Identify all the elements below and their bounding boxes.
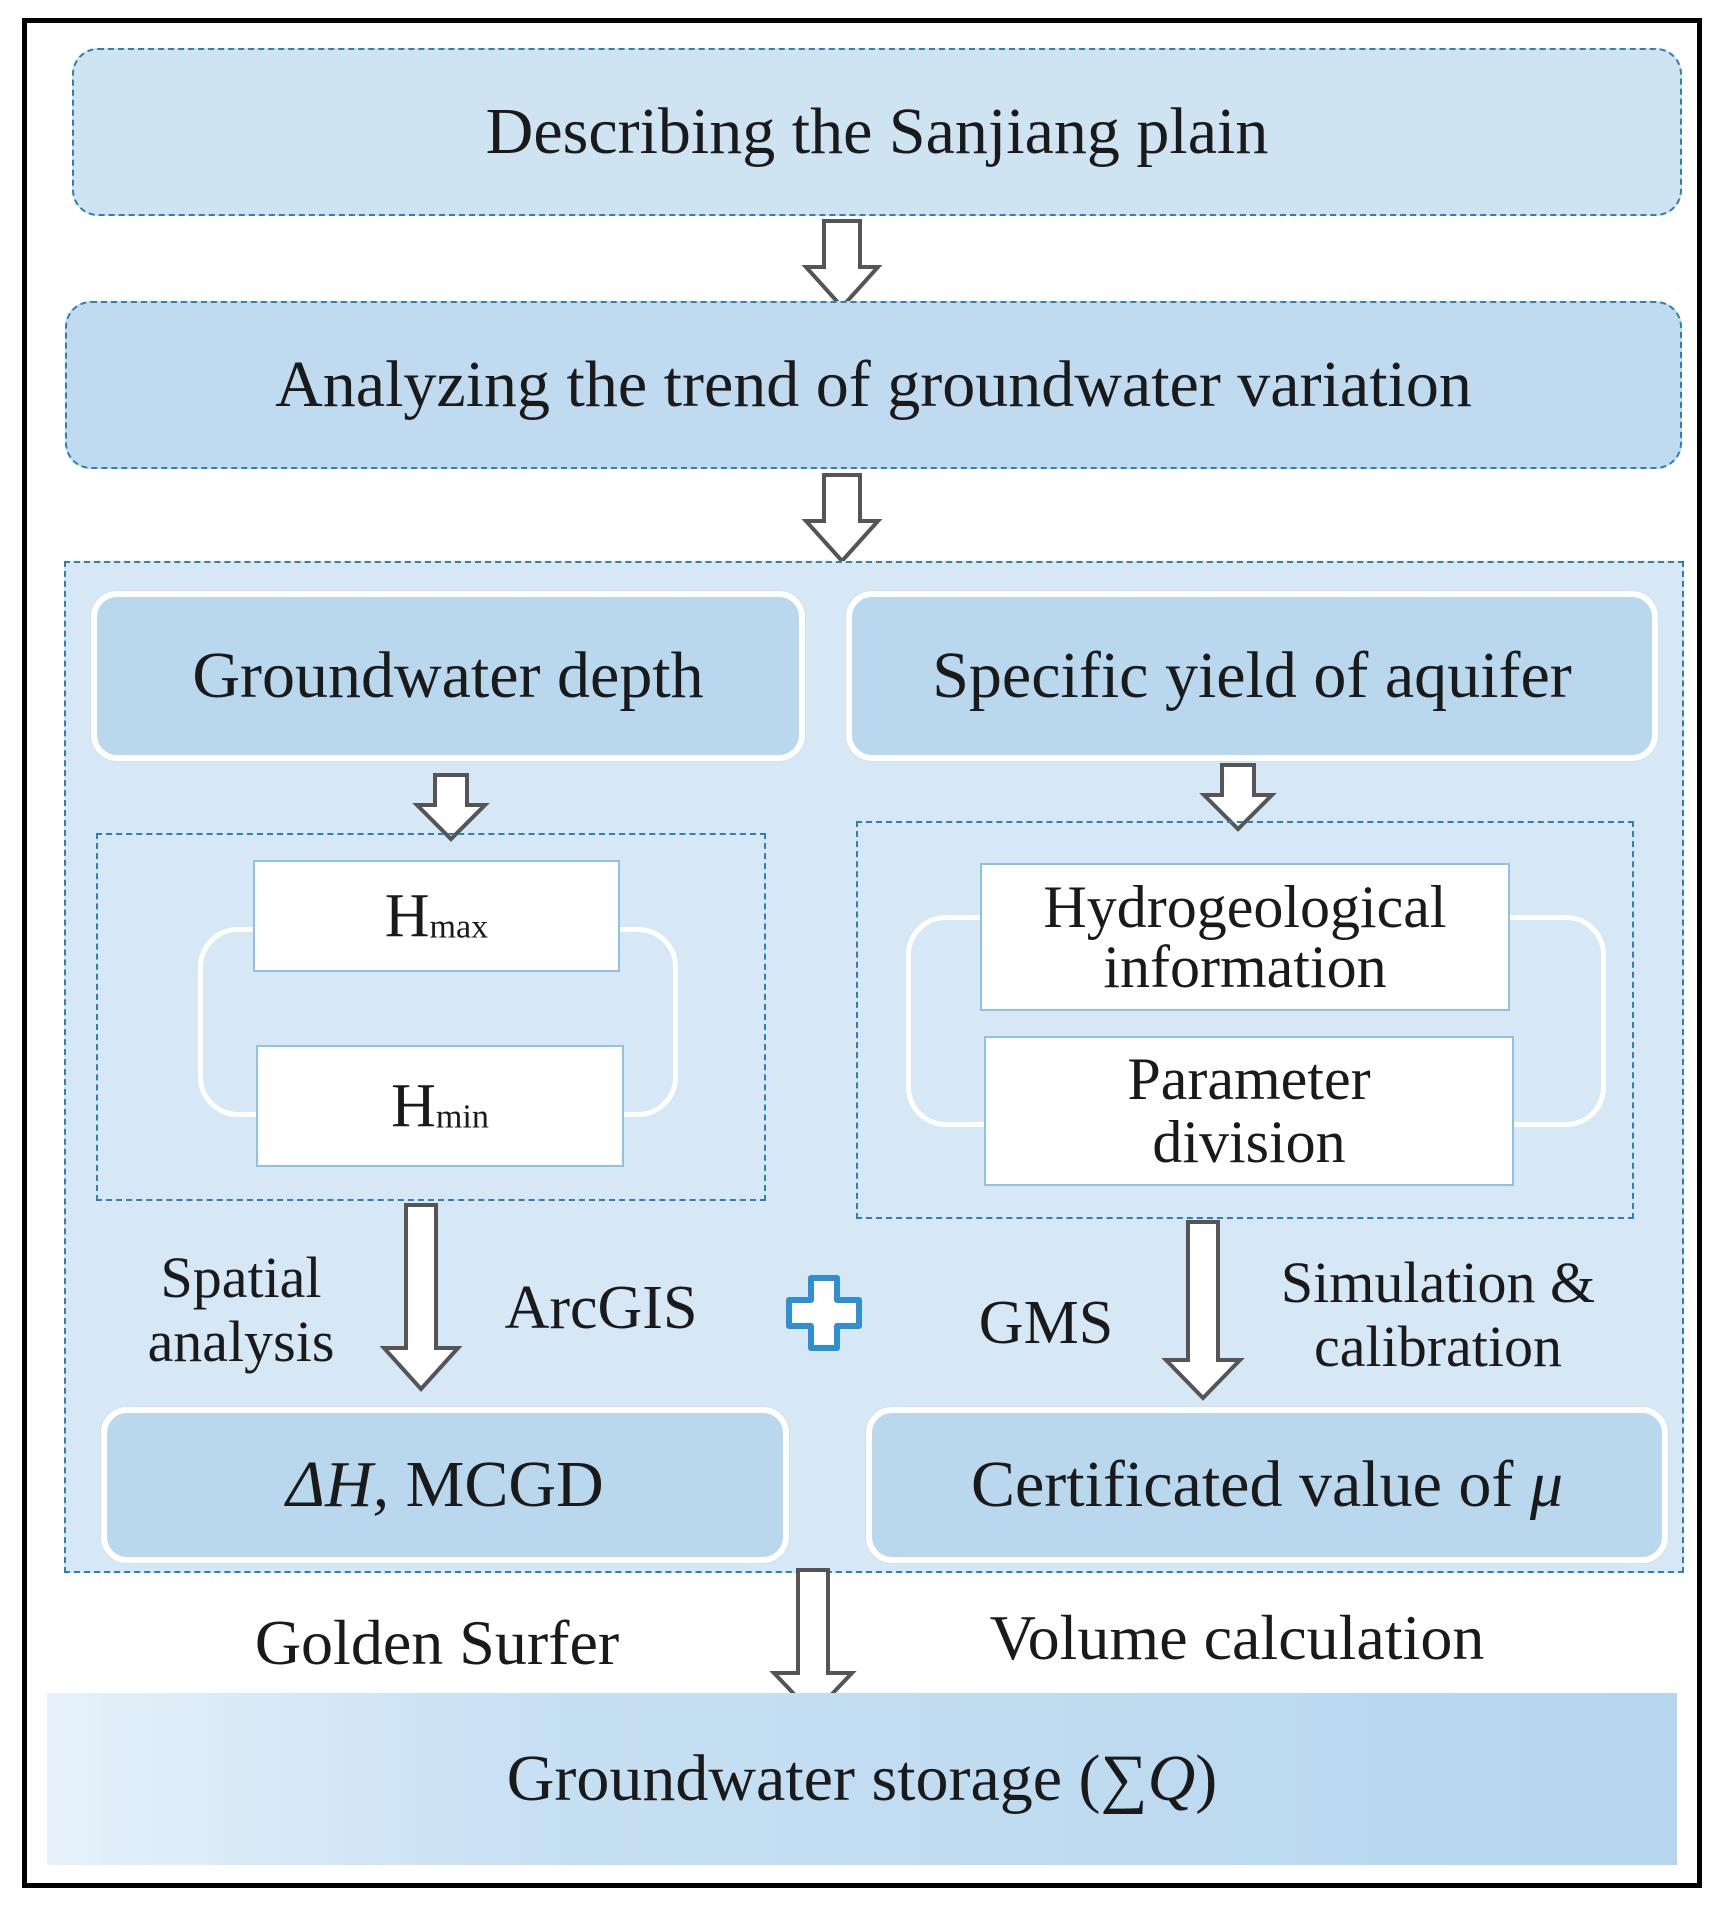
step-describing-label: Describing the Sanjiang plain (485, 94, 1269, 168)
hmax-box: Hmax (253, 860, 620, 972)
spatial-line: Spatial (160, 1245, 322, 1311)
golden-surfer-label: Golden Surfer (227, 1603, 647, 1683)
hmin-label: Hmin (391, 1071, 489, 1140)
groundwater-storage-box: Groundwater storage (∑Q) (47, 1693, 1677, 1865)
calibration-line: calibration (1313, 1314, 1562, 1379)
specific-yield-label: Specific yield of aquifer (932, 638, 1572, 712)
down-arrow-left-long (379, 1203, 463, 1392)
down-arrow-2 (801, 473, 883, 564)
delta-h-mcgd-box: ΔH, MCGD (101, 1407, 789, 1563)
certificated-value-box: Certificated value of μ (866, 1407, 1668, 1563)
down-arrow-right-long (1161, 1220, 1245, 1401)
groundwater-depth-label: Groundwater depth (192, 638, 704, 712)
step-describing-box: Describing the Sanjiang plain (72, 48, 1682, 216)
figure-frame: Describing the Sanjiang plain Analyzing … (22, 18, 1702, 1888)
arcgis-text: ArcGIS (504, 1273, 698, 1342)
parameter-division-box: Parameter division (984, 1036, 1514, 1186)
groundwater-depth-header: Groundwater depth (91, 591, 805, 761)
plus-icon (786, 1275, 862, 1351)
hmax-label: Hmax (384, 881, 489, 950)
hydrogeological-line1: Hydrogeological (1043, 874, 1447, 940)
methods-panel: Groundwater depth Specific yield of aqui… (64, 561, 1684, 1573)
volume-calculation-label: Volume calculation (927, 1598, 1547, 1678)
step-analyzing-label: Analyzing the trend of groundwater varia… (275, 347, 1472, 421)
golden-surfer-text: Golden Surfer (254, 1606, 620, 1678)
arcgis-label: ArcGIS (486, 1263, 716, 1353)
volume-calculation-text: Volume calculation (989, 1601, 1485, 1673)
specific-yield-header: Specific yield of aquifer (846, 591, 1658, 761)
analysis-line: analysis (147, 1309, 335, 1374)
gms-text: GMS (978, 1288, 1114, 1357)
delta-h-mcgd-label: ΔH, MCGD (286, 1447, 604, 1521)
down-arrow-left-small (412, 773, 490, 842)
yield-parameters-group: Hydrogeological information Parameter di… (856, 821, 1634, 1219)
hydrogeological-line2: information (1103, 934, 1387, 1000)
hmin-box: Hmin (256, 1045, 624, 1167)
gms-label: GMS (956, 1278, 1136, 1368)
simulation-calibration-label: Simulation & calibration (1238, 1240, 1638, 1390)
parameter-division-line2: division (1152, 1109, 1346, 1175)
spatial-analysis-label: Spatial analysis (126, 1235, 356, 1385)
down-arrow-right-small (1199, 763, 1277, 832)
hydrogeological-box: Hydrogeological information (980, 863, 1510, 1011)
depth-parameters-group: Hmax Hmin (96, 833, 766, 1201)
groundwater-storage-label: Groundwater storage (∑Q) (506, 1741, 1218, 1815)
simulation-line: Simulation & (1280, 1250, 1596, 1316)
certificated-value-label: Certificated value of μ (970, 1447, 1564, 1521)
down-arrow-1 (801, 219, 883, 310)
step-analyzing-box: Analyzing the trend of groundwater varia… (65, 301, 1682, 469)
parameter-division-line1: Parameter (1127, 1046, 1371, 1112)
